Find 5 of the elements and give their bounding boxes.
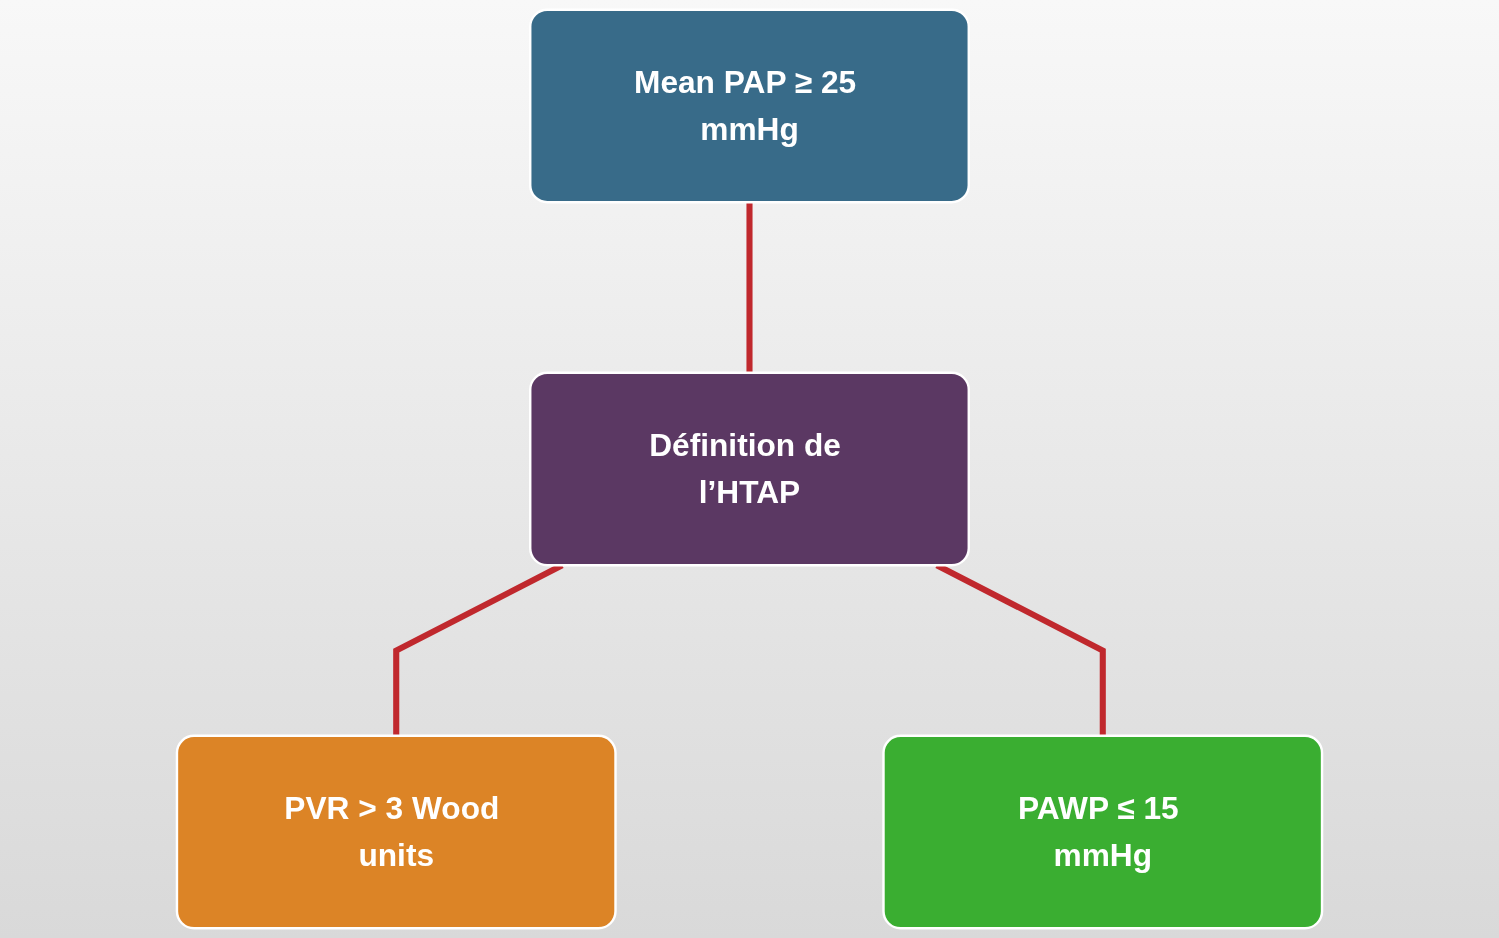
connector [746,202,753,373]
node-box: PAWP ≤ 15 mmHg [882,734,1324,930]
node-box: PVR > 3 Wood units [175,734,617,930]
node-box: Définition de l’HTAP [529,371,970,567]
node-box: Mean PAP ≥ 25 mmHg [529,8,970,204]
